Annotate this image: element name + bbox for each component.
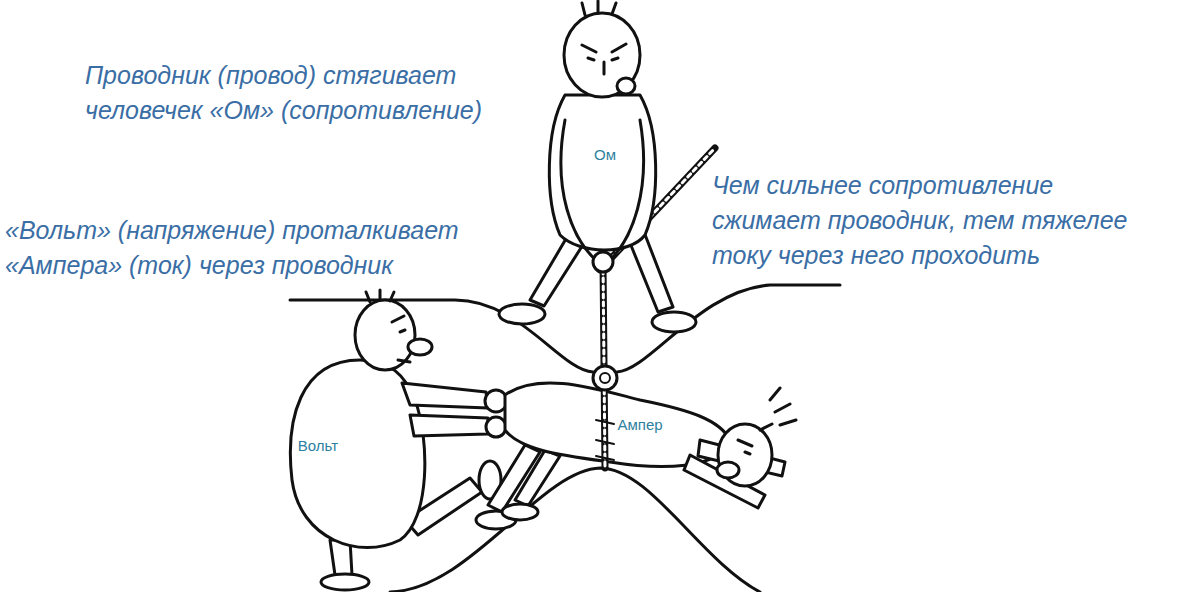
character-name: Ампер (617, 416, 662, 434)
callout-text: «Вольт» (напряжение) проталкивает «Ампер… (5, 213, 505, 283)
amper-figure (476, 383, 796, 529)
conductor-upper (290, 285, 840, 372)
om-figure (499, 1, 696, 332)
callout-text: Проводник (провод) стягивает человечек «… (85, 58, 535, 128)
volt-figure (290, 290, 507, 590)
callout-text: Чем сильнее сопротивление сжимает провод… (712, 168, 1132, 273)
character-name: Вольт (298, 437, 338, 455)
character-name: Ом (594, 146, 616, 164)
conductor-lower (390, 468, 760, 592)
